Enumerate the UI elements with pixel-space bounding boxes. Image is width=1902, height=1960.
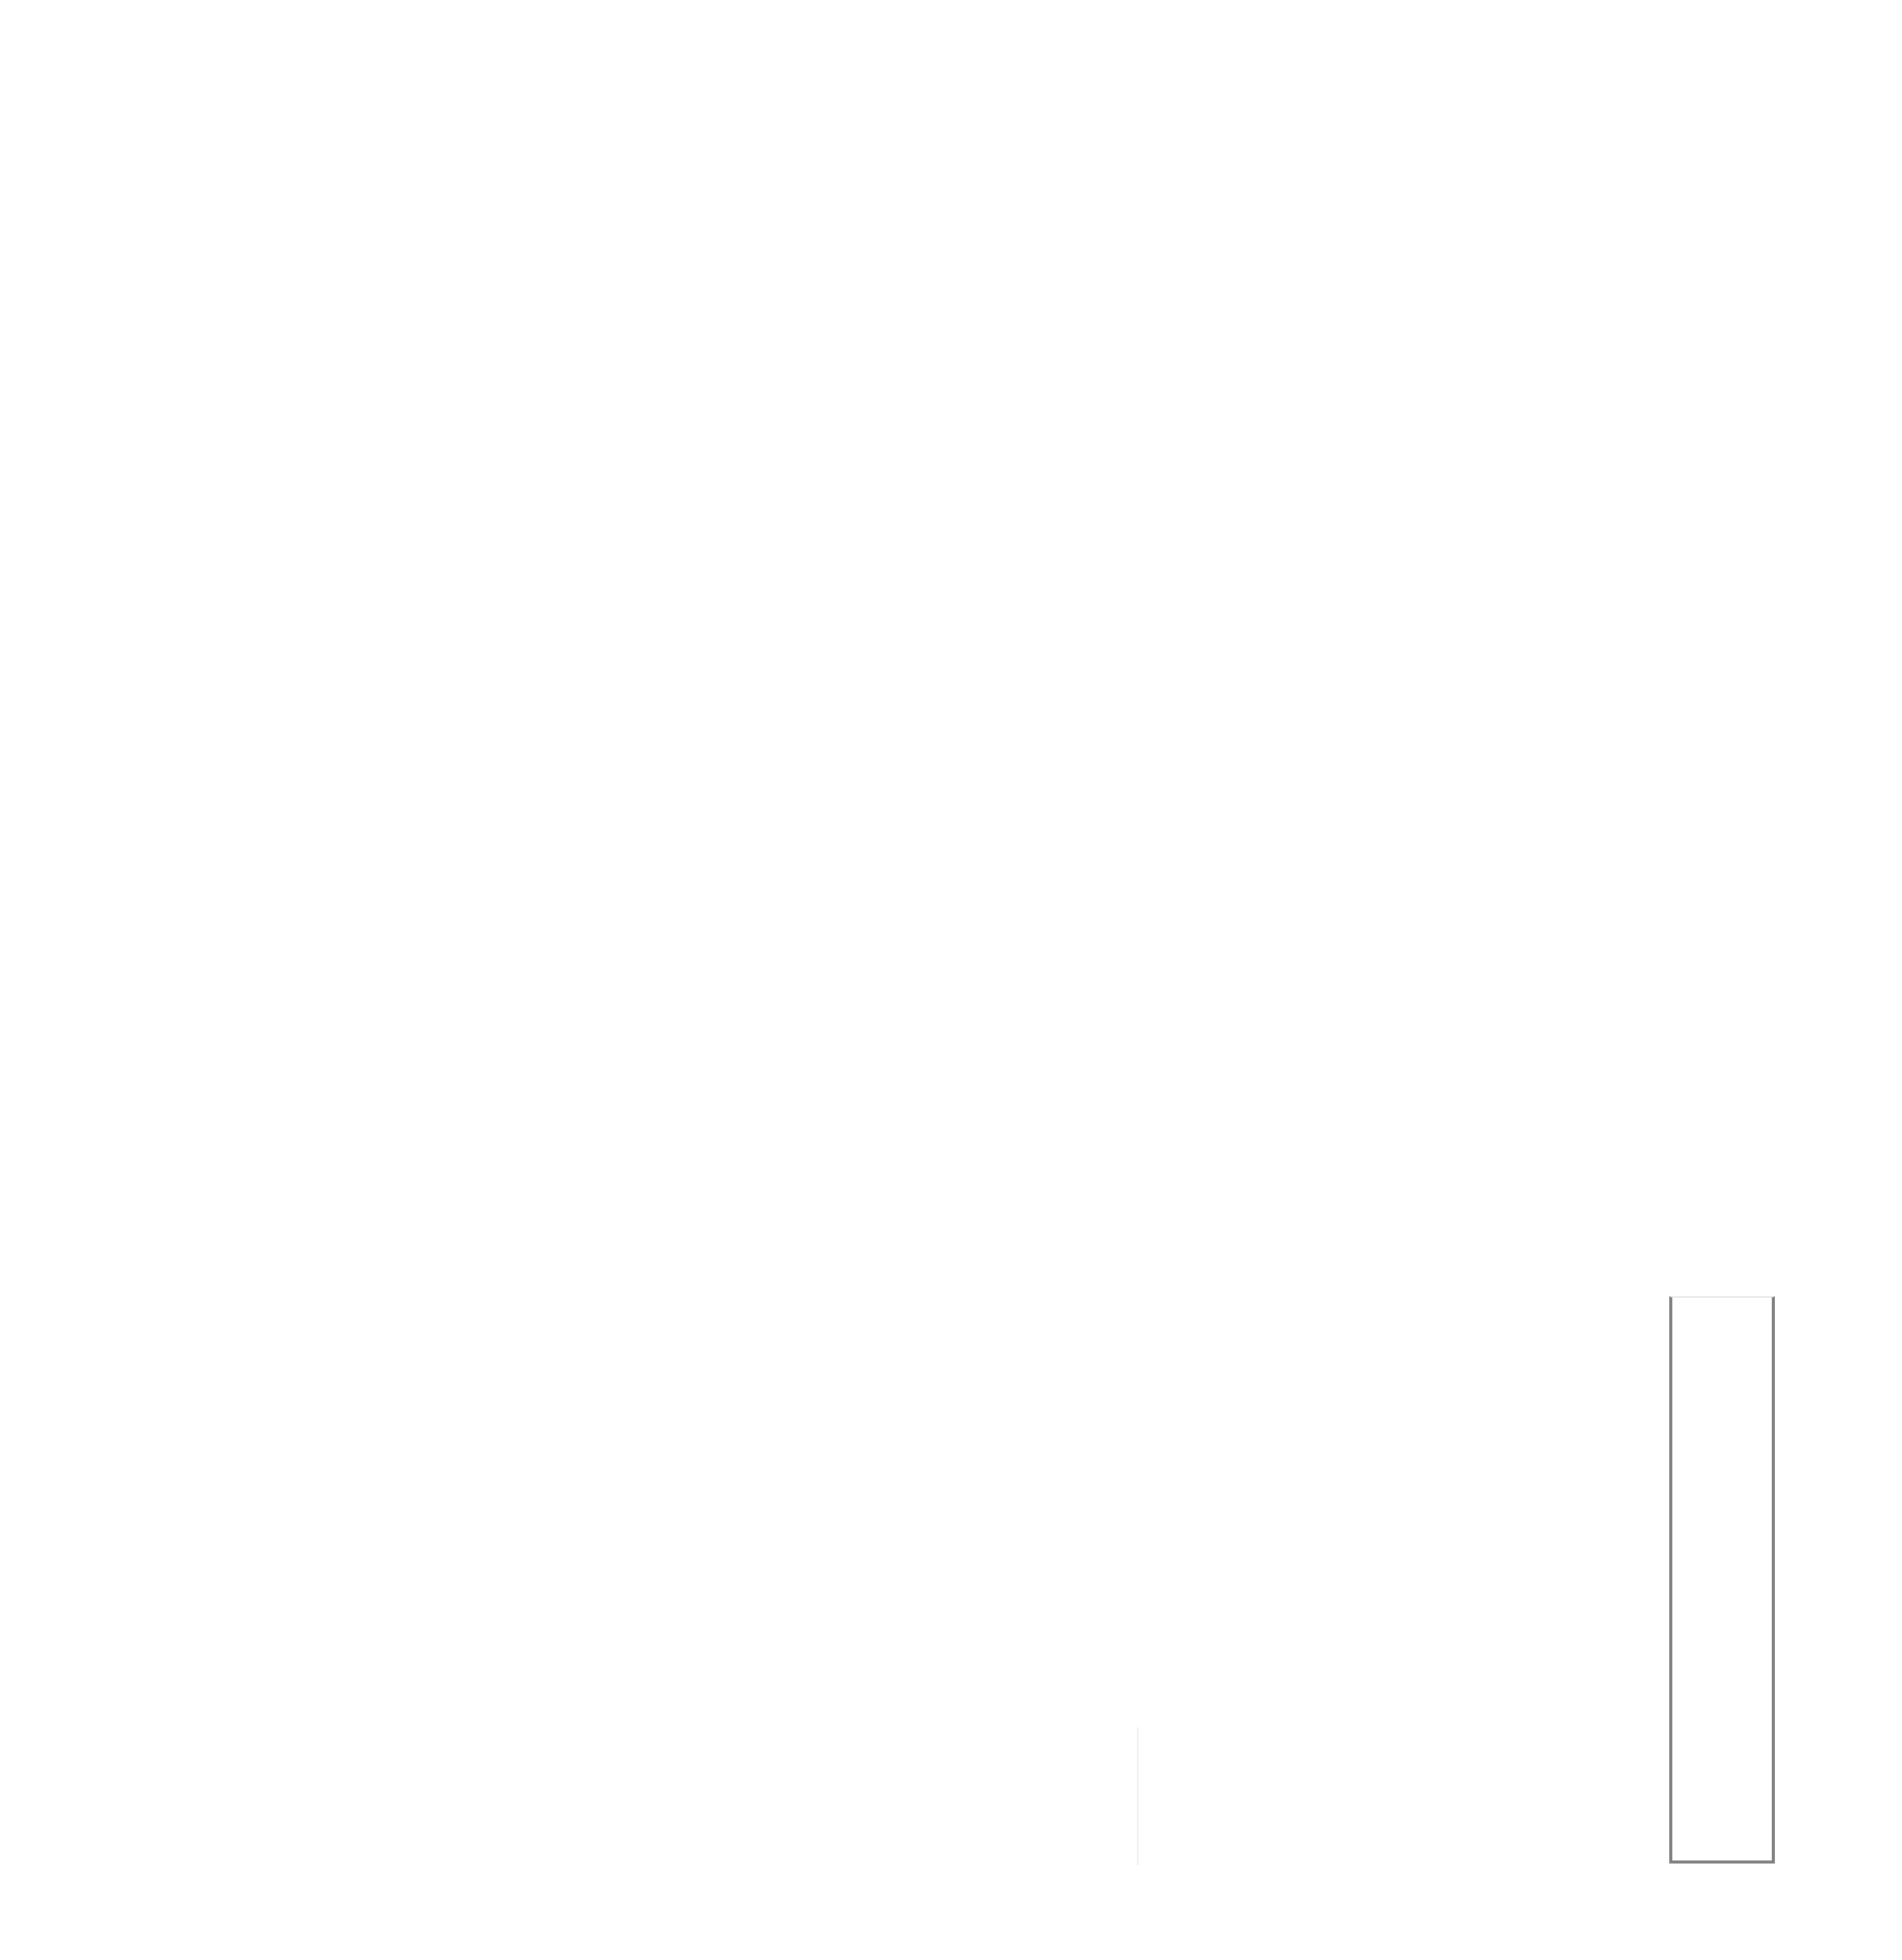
vertical-divider — [1137, 1727, 1139, 1865]
vertical-slider-track[interactable] — [1669, 1296, 1775, 1864]
